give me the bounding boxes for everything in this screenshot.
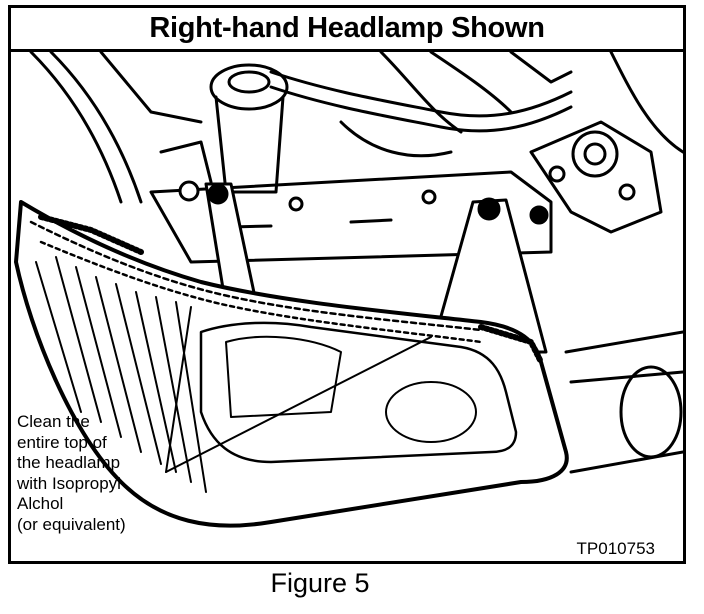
headlamp-body <box>14 200 569 528</box>
part-id-label: TP010753 <box>576 539 655 558</box>
callout-line: with Isopropyl <box>17 473 121 493</box>
callout-line: Clean the <box>17 412 90 431</box>
engine-bay-background <box>29 52 683 204</box>
figure-frame: Right-hand Headlamp Shown <box>8 5 686 564</box>
cleaning-instruction-callout: Clean the entire top of the headlamp wit… <box>17 412 126 535</box>
reservoir-cap <box>209 63 289 194</box>
callout-line: Alchol <box>17 494 64 513</box>
figure-caption: Figure 5 <box>270 568 370 598</box>
headlamp-illustration <box>14 52 683 528</box>
mount-bracket <box>529 120 663 234</box>
radiator-support <box>149 170 553 264</box>
callout-line: entire top of <box>17 432 107 452</box>
callout-line: the headlamp <box>17 453 121 472</box>
callout-leader-lines <box>165 306 432 473</box>
callout-line: (or equivalent) <box>17 514 126 534</box>
vertical-brackets <box>204 182 548 354</box>
figure-title: Right-hand Headlamp Shown <box>149 12 545 44</box>
title-bar: Right-hand Headlamp Shown <box>11 8 683 52</box>
bumper-edge <box>564 330 683 474</box>
